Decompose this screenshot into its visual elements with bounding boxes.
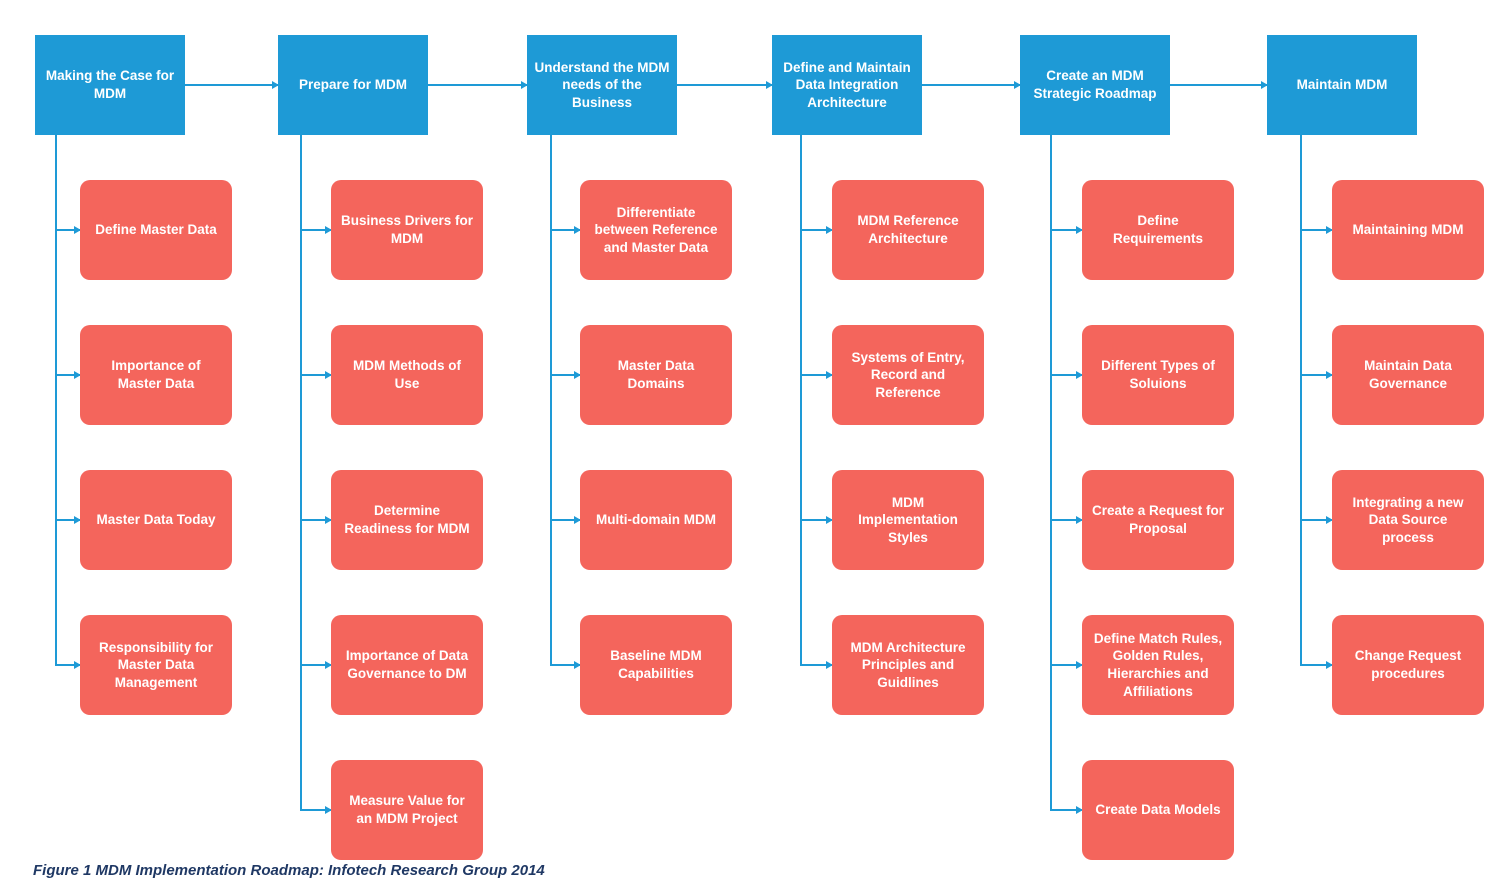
topic-node: Maintain Data Governance [1332,325,1484,425]
branch-arrow [1050,516,1083,524]
topic-node: Baseline MDM Capabilities [580,615,732,715]
stage-header: Prepare for MDM [278,35,428,135]
branch-arrow [300,806,332,814]
branch-arrow [800,371,833,379]
topic-node: Define Match Rules, Golden Rules, Hierar… [1082,615,1234,715]
topic-node: Determine Readiness for MDM [331,470,483,570]
branch-arrow [55,226,81,234]
topic-node: Maintaining MDM [1332,180,1484,280]
branch-arrow [1050,806,1083,814]
topic-node: Differentiate between Reference and Mast… [580,180,732,280]
topic-node: Different Types of Soluions [1082,325,1234,425]
branch-arrow [550,371,581,379]
stage-connector-arrow [428,81,528,89]
branch-arrow [550,661,581,669]
branch-arrow [1300,226,1333,234]
branch-arrow [800,661,833,669]
stage-header: Define and Maintain Data Integration Arc… [772,35,922,135]
topic-node: Create a Request for Proposal [1082,470,1234,570]
stage-header: Making the Case for MDM [35,35,185,135]
branch-arrow [800,226,833,234]
topic-node: Create Data Models [1082,760,1234,860]
branch-arrow [1050,661,1083,669]
topic-node: Define Requirements [1082,180,1234,280]
branch-arrow [550,226,581,234]
topic-node: Multi-domain MDM [580,470,732,570]
topic-node: Importance of Data Governance to DM [331,615,483,715]
topic-node: Define Master Data [80,180,232,280]
topic-node: Business Drivers for MDM [331,180,483,280]
topic-node: Importance of Master Data [80,325,232,425]
branch-arrow [550,516,581,524]
branch-arrow [1300,661,1333,669]
branch-arrow [800,516,833,524]
branch-arrow [1300,371,1333,379]
topic-node: Systems of Entry, Record and Reference [832,325,984,425]
stage-header: Create an MDM Strategic Roadmap [1020,35,1170,135]
topic-node: Master Data Domains [580,325,732,425]
branch-trunk-line [55,135,57,666]
stage-connector-arrow [677,81,773,89]
topic-node: Responsibility for Master Data Managemen… [80,615,232,715]
branch-arrow [300,226,332,234]
branch-trunk-line [1300,135,1302,666]
branch-arrow [300,516,332,524]
branch-arrow [55,371,81,379]
branch-arrow [1050,226,1083,234]
stage-connector-arrow [922,81,1021,89]
figure-caption: Figure 1 MDM Implementation Roadmap: Inf… [33,862,545,879]
branch-trunk-line [550,135,552,666]
topic-node: MDM Implementation Styles [832,470,984,570]
branch-arrow [300,371,332,379]
topic-node: MDM Methods of Use [331,325,483,425]
stage-connector-arrow [185,81,279,89]
branch-arrow [1300,516,1333,524]
topic-node: Measure Value for an MDM Project [331,760,483,860]
branch-arrow [55,516,81,524]
topic-node: Integrating a new Data Source process [1332,470,1484,570]
branch-arrow [300,661,332,669]
stage-connector-arrow [1170,81,1268,89]
topic-node: Change Request procedures [1332,615,1484,715]
topic-node: MDM Architecture Principles and Guidline… [832,615,984,715]
branch-arrow [55,661,81,669]
stage-header: Maintain MDM [1267,35,1417,135]
topic-node: Master Data Today [80,470,232,570]
topic-node: MDM Reference Architecture [832,180,984,280]
branch-trunk-line [1050,135,1052,811]
branch-arrow [1050,371,1083,379]
branch-trunk-line [300,135,302,811]
stage-header: Understand the MDM needs of the Business [527,35,677,135]
branch-trunk-line [800,135,802,666]
